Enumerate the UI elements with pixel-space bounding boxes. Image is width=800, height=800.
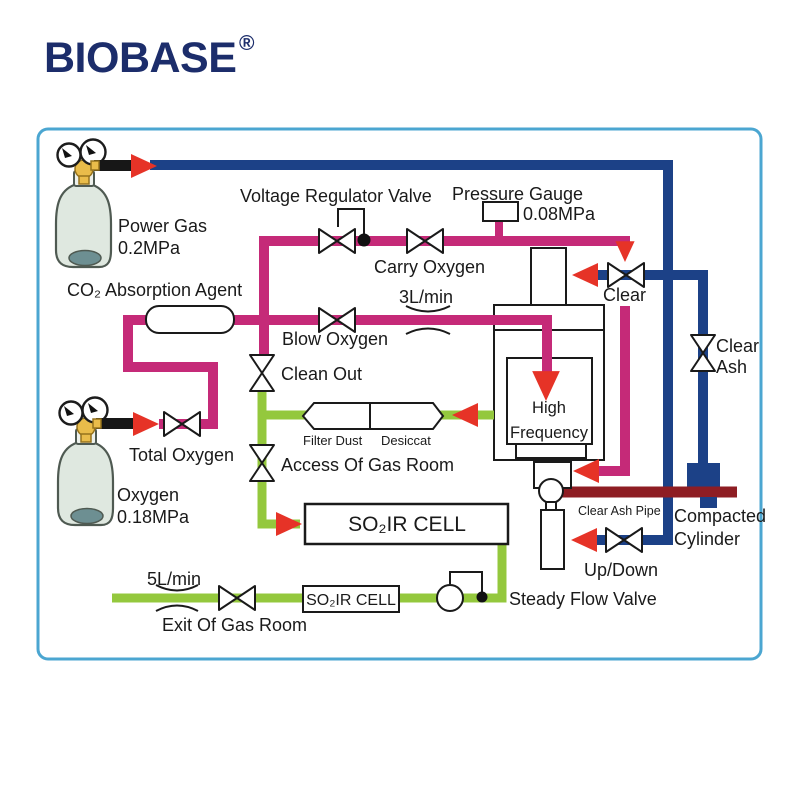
steady-flow-bracket [449, 571, 483, 592]
label-so2-ir-cell-main: SO₂IR CELL [348, 513, 466, 536]
label-clear: Clear [603, 285, 646, 305]
clean-out-valve-icon [249, 354, 275, 392]
label-co2-absorption-agent: CO₂ Absorption Agent [67, 280, 242, 300]
oxygen-cylinder-icon [56, 396, 139, 527]
up-down-valve-icon [605, 527, 643, 553]
label-exit-gas-room: Exit Of Gas Room [162, 615, 307, 635]
label-steady-flow-valve: Steady Flow Valve [509, 589, 657, 609]
flow-arrow-ir-cell [276, 512, 302, 536]
compactor-block [687, 463, 720, 489]
flow-arrow-clear [572, 263, 598, 287]
label-compacted-2: Cylinder [674, 529, 740, 549]
carry-oxygen-valve-icon [406, 228, 444, 254]
clear-ash-valve-icon [690, 334, 716, 372]
steady-flow-valve-icon [436, 584, 464, 612]
flowmeter-5l-icon [155, 584, 199, 612]
diagram-panel-border [36, 127, 763, 661]
label-power-gas-pressure: 0.2MPa [118, 238, 181, 258]
regulator-bracket [337, 208, 365, 234]
flow-arrow-filter [452, 403, 478, 427]
so2-ir-cell-small-box [302, 585, 400, 613]
logo-text: BIOBASE [44, 34, 236, 82]
logo-registered-mark: ® [239, 32, 255, 55]
total-oxygen-valve-icon [163, 411, 201, 437]
furnace [493, 247, 605, 461]
voltage-regulator-valve-icon [318, 228, 356, 254]
so2-ir-cell-main-box [303, 502, 510, 546]
flow-arrow-power-gas [131, 154, 157, 178]
label-pressure-value: 0.08MPa [523, 204, 596, 224]
flow-arrow-oxygen [133, 412, 159, 436]
flow-arrow-ash-outlet [573, 459, 599, 483]
clear-down-pipe [595, 306, 630, 476]
regulator-dot [357, 233, 371, 247]
label-power-gas: Power Gas [118, 216, 207, 236]
pressure-gauge-box [482, 201, 519, 222]
label-high-frequency-2: Frequency [510, 424, 589, 442]
label-voltage-regulator-valve: Voltage Regulator Valve [240, 186, 432, 206]
label-up-down: Up/Down [584, 560, 658, 580]
exit-valve-icon [218, 585, 256, 611]
label-clear-ash-pipe: Clear Ash Pipe [578, 504, 661, 518]
label-filter-dust: Filter Dust [303, 433, 363, 448]
label-carry-oxygen: Carry Oxygen [374, 257, 485, 277]
label-clean-out: Clean Out [281, 364, 362, 384]
access-valve-icon [249, 444, 275, 482]
furnace-pedestal [515, 443, 587, 459]
flow-arrow-up-down [571, 528, 597, 552]
co2-absorption-cartridge [145, 305, 235, 334]
flow-arrow-clear-down [615, 241, 635, 262]
label-access-gas-room: Access Of Gas Room [281, 455, 454, 475]
label-total-oxygen: Total Oxygen [129, 445, 234, 465]
filter-desiccant-cartridge [301, 402, 445, 430]
label-clear-ash-2: Ash [716, 357, 747, 377]
piston-cylinder [540, 509, 565, 570]
clear-valve-icon [607, 262, 645, 288]
label-oxygen: Oxygen [117, 485, 179, 505]
blow-oxygen-pipe [123, 315, 552, 429]
label-clear-ash-1: Clear [716, 336, 759, 356]
ash-ball [538, 478, 564, 504]
label-pressure-gauge: Pressure Gauge [452, 184, 583, 204]
label-so2-ir-cell-small: SO₂IR CELL [306, 592, 396, 609]
label-compacted-1: Compacted [674, 506, 766, 526]
compactor-tab [700, 497, 717, 508]
label-high-frequency-1: High [532, 399, 566, 417]
label-flow-3l: 3L/min [399, 287, 453, 307]
furnace-chimney [530, 247, 567, 307]
label-flow-5l: 5L/min [147, 569, 201, 589]
label-desiccat: Desiccat [381, 433, 431, 448]
steady-flow-dot [476, 591, 488, 603]
label-oxygen-pressure: 0.18MPa [117, 507, 190, 527]
flowmeter-3l-icon [405, 305, 451, 335]
label-blow-oxygen: Blow Oxygen [282, 329, 388, 349]
